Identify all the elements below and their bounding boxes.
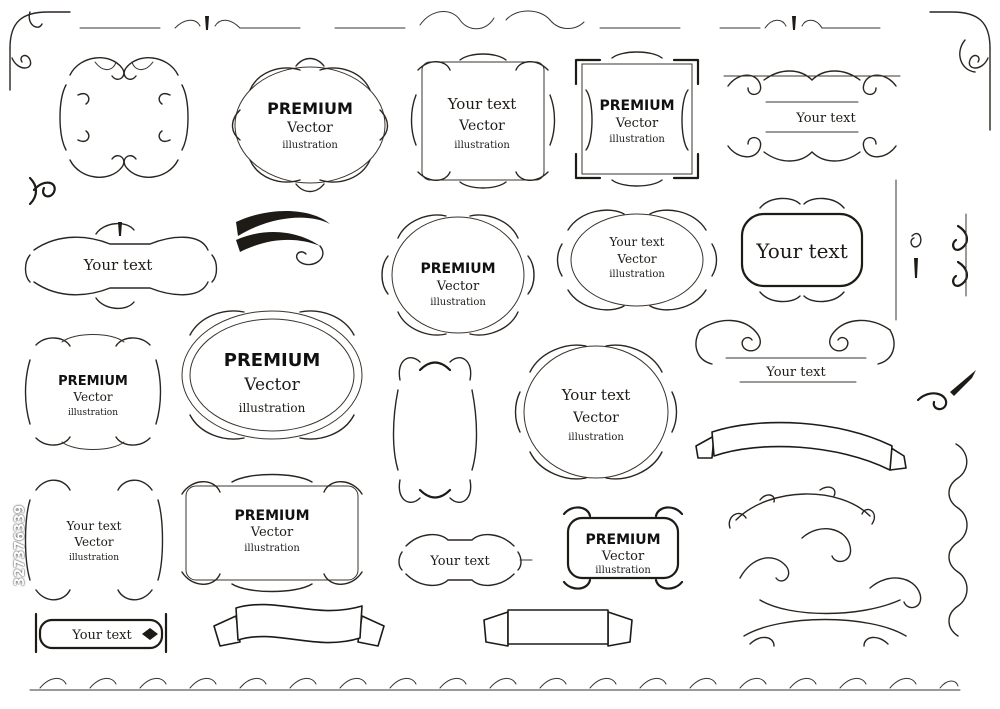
your-text-label: Your text bbox=[795, 111, 856, 126]
illustration-label: illustration bbox=[609, 134, 665, 145]
your-text-label: Your text bbox=[765, 365, 826, 380]
illustration-label: illustration bbox=[430, 297, 486, 308]
round-frame-your-text-3: Your text Vector illustration bbox=[514, 344, 678, 480]
your-text-label: Your text bbox=[755, 239, 848, 263]
vector-label: Vector bbox=[243, 375, 300, 395]
vector-label: Vector bbox=[458, 118, 505, 134]
ribbon-banner-right bbox=[695, 421, 907, 471]
vector-label: Vector bbox=[616, 252, 656, 266]
small-flourish-left bbox=[28, 176, 56, 206]
ribbon-banner-straight bbox=[483, 609, 633, 647]
vector-label: Vector bbox=[436, 279, 480, 294]
page-corner-top-right bbox=[929, 11, 991, 131]
ribbon-swoosh bbox=[236, 210, 330, 266]
vector-label: Vector bbox=[250, 525, 294, 540]
illustration-label: illustration bbox=[609, 269, 665, 280]
premium-label: PREMIUM bbox=[420, 261, 495, 277]
premium-label: PREMIUM bbox=[599, 98, 674, 114]
premium-label: PREMIUM bbox=[585, 532, 660, 548]
flourish-arc-dividers bbox=[728, 486, 922, 647]
illustration-label: illustration bbox=[568, 432, 624, 443]
your-text-label: Your text bbox=[609, 235, 665, 249]
swirl-frame-empty bbox=[59, 57, 189, 178]
bold-frame-premium-4: PREMIUM Vector illustration bbox=[562, 506, 684, 590]
illustration-label: illustration bbox=[282, 140, 338, 151]
vertical-divider-right bbox=[895, 179, 968, 321]
illustration-label: illustration bbox=[239, 401, 306, 415]
premium-label: PREMIUM bbox=[267, 99, 353, 118]
swirl-frame-vertical-empty bbox=[392, 357, 478, 503]
premium-label: PREMIUM bbox=[58, 374, 128, 389]
illustration-label: illustration bbox=[454, 140, 510, 151]
vertical-swirl-strip bbox=[948, 443, 968, 637]
illustration-label: illustration bbox=[244, 543, 300, 554]
your-text-label: Your text bbox=[83, 256, 153, 274]
illustration-label: illustration bbox=[69, 553, 119, 563]
rect-frame-your-text-large: Your text bbox=[740, 197, 864, 303]
divider-frame-your-text: Your text bbox=[723, 70, 901, 162]
vector-label: Vector bbox=[601, 549, 645, 564]
page-corner-top-left bbox=[9, 11, 71, 91]
square-frame-premium-small: PREMIUM Vector illustration bbox=[24, 334, 162, 450]
vector-label: Vector bbox=[615, 116, 659, 131]
corner-flourish-right bbox=[916, 370, 976, 411]
round-frame-premium-2: PREMIUM Vector illustration bbox=[381, 214, 535, 336]
vector-label: Vector bbox=[286, 120, 333, 136]
your-text-label: Your text bbox=[561, 386, 631, 404]
oval-frame-your-text-2: Your text Vector illustration bbox=[556, 209, 718, 311]
square-frame-premium-bold: PREMIUM Vector illustration bbox=[574, 51, 700, 187]
bottom-divider bbox=[29, 678, 961, 691]
stock-id-label: 327376339 bbox=[13, 504, 29, 586]
premium-label: PREMIUM bbox=[234, 508, 309, 524]
your-text-label: Your text bbox=[71, 628, 132, 643]
your-text-label: Your text bbox=[66, 519, 122, 533]
top-divider bbox=[79, 10, 881, 30]
illustration-label: illustration bbox=[595, 565, 651, 576]
premium-label: PREMIUM bbox=[224, 350, 321, 371]
vector-label: Vector bbox=[73, 535, 113, 549]
square-frame-your-text: Your text Vector illustration bbox=[410, 53, 556, 189]
oval-frame-premium-large: PREMIUM Vector illustration bbox=[181, 310, 363, 440]
vector-label: Vector bbox=[72, 390, 112, 404]
your-text-label: Your text bbox=[447, 95, 517, 113]
oval-frame-premium-1: PREMIUM Vector illustration bbox=[231, 57, 389, 193]
your-text-label: Your text bbox=[429, 554, 490, 569]
ribbon-banner-wave bbox=[213, 603, 385, 647]
illustration-label: illustration bbox=[68, 408, 118, 418]
swirl-frame-your-text-4: Your text Vector illustration bbox=[24, 479, 164, 601]
banner-frame-your-text: Your text bbox=[24, 222, 218, 309]
flourish-label-your-text: Your text bbox=[695, 319, 895, 383]
vector-label: Vector bbox=[572, 410, 619, 426]
stock-watermark: 327376339 bbox=[6, 470, 36, 620]
rounded-label-your-text: Your text bbox=[34, 612, 168, 654]
label-frame-your-text-small: Your text bbox=[398, 533, 533, 587]
rect-frame-premium-3: PREMIUM Vector illustration bbox=[181, 473, 363, 593]
